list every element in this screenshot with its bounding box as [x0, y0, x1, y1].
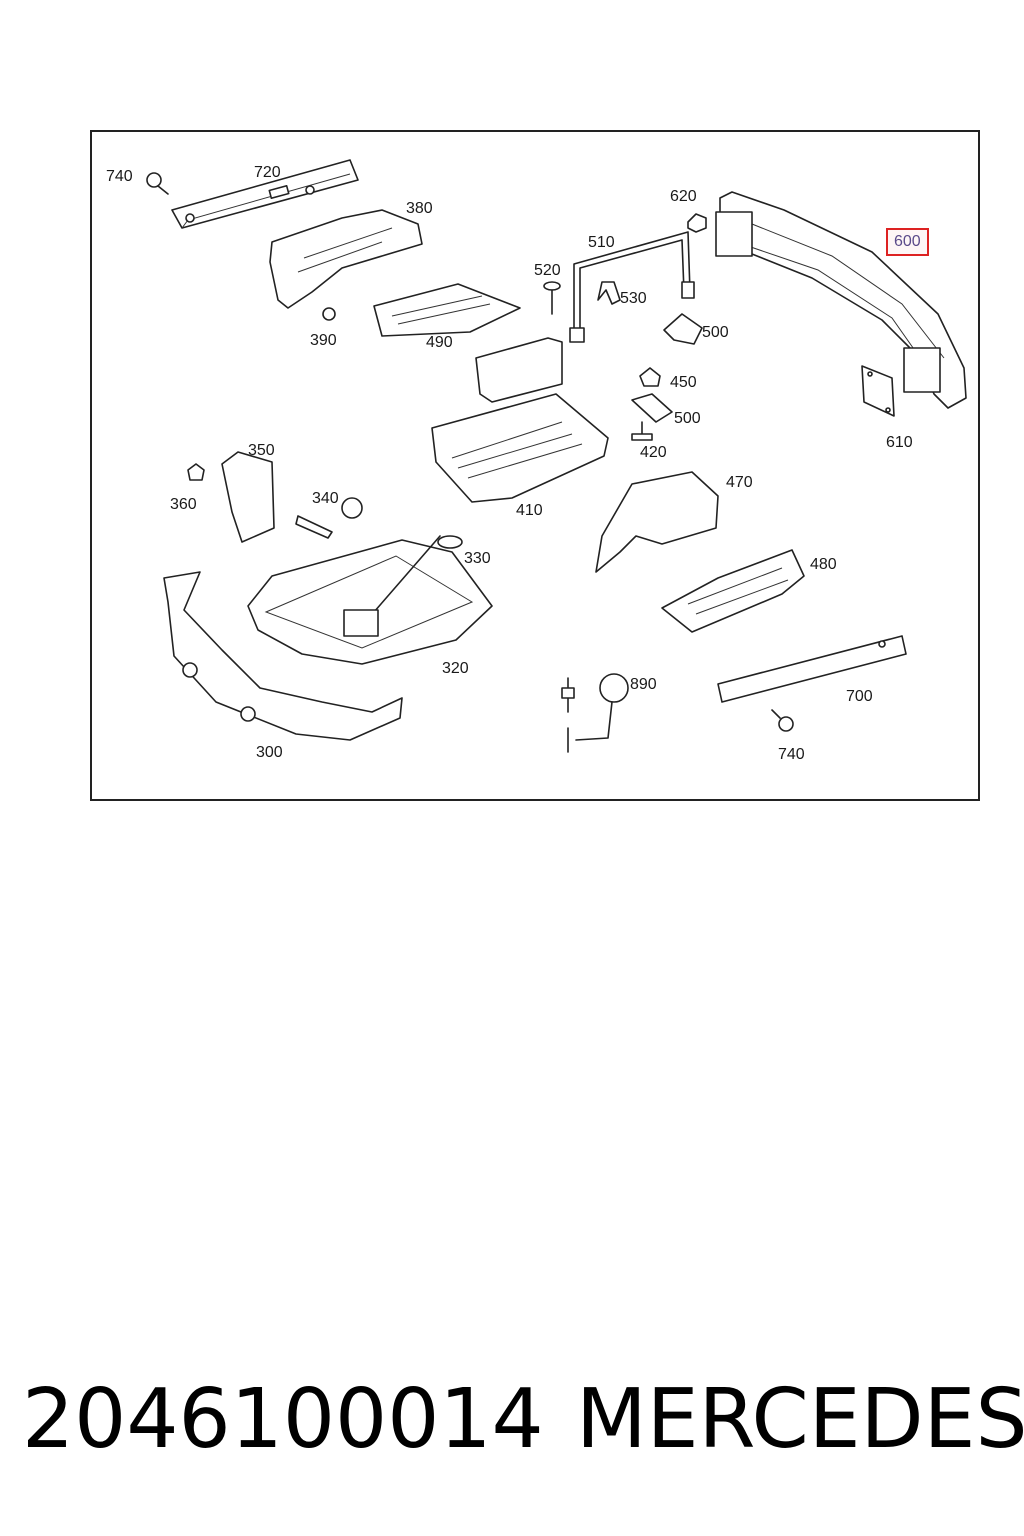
part-620-nut [687, 213, 707, 233]
callout-620[interactable]: 620 [670, 188, 697, 205]
callout-320[interactable]: 320 [442, 660, 469, 677]
part-390-clip [322, 307, 336, 321]
part-420-stud [631, 421, 653, 441]
callout-390[interactable]: 390 [310, 332, 337, 349]
part-450-nut [639, 367, 661, 387]
part-610-plate [861, 365, 895, 417]
part-320-spare-well [247, 535, 493, 665]
callout-410[interactable]: 410 [516, 502, 543, 519]
callout-350[interactable]: 350 [248, 442, 275, 459]
part-470-bracket [595, 471, 719, 573]
part-350-holder [221, 451, 275, 543]
callout-610[interactable]: 610 [886, 434, 913, 451]
callout-420[interactable]: 420 [640, 444, 667, 461]
callout-340[interactable]: 340 [312, 490, 339, 507]
callout-500-lower[interactable]: 500 [674, 410, 701, 427]
callout-500-upper[interactable]: 500 [702, 324, 729, 341]
part-500-bracket-lower [631, 393, 673, 423]
part-740-screw-top [146, 172, 169, 195]
callout-480[interactable]: 480 [810, 556, 837, 573]
callout-700[interactable]: 700 [846, 688, 873, 705]
part-600-bumper-beam [715, 191, 967, 409]
callout-720[interactable]: 720 [254, 164, 281, 181]
callout-360[interactable]: 360 [170, 496, 197, 513]
callout-380[interactable]: 380 [406, 200, 433, 217]
part-510-strap [569, 231, 695, 343]
part-490-plate [373, 283, 521, 337]
callout-510[interactable]: 510 [588, 234, 615, 251]
callout-890[interactable]: 890 [630, 676, 657, 693]
callout-300[interactable]: 300 [256, 744, 283, 761]
part-700-rail [717, 635, 907, 703]
part-caption: 2046100014 MERCEDES [18, 1370, 1024, 1470]
part-720-rail [171, 159, 359, 229]
part-530-clip [597, 281, 621, 305]
part-number: 2046100014 [22, 1372, 544, 1467]
part-360-nut [187, 463, 205, 481]
parts-diagram-drawing [146, 159, 967, 753]
part-740-screw-bottom [771, 709, 794, 732]
part-300-rear-panel [163, 571, 403, 741]
callout-450[interactable]: 450 [670, 374, 697, 391]
callout-330[interactable]: 330 [464, 550, 491, 567]
part-890-bolts [561, 673, 629, 753]
callout-740-top[interactable]: 740 [106, 168, 133, 185]
callout-600-highlighted[interactable]: 600 [886, 228, 929, 256]
callout-530[interactable]: 530 [620, 290, 647, 307]
brand-name: MERCEDES [576, 1372, 1024, 1467]
part-330-plug [437, 535, 463, 549]
part-520-bolt [543, 281, 561, 315]
part-340-tool [295, 497, 363, 539]
part-480-plate [661, 549, 805, 633]
part-380-bracket [269, 209, 423, 309]
callout-520[interactable]: 520 [534, 262, 561, 279]
callout-470[interactable]: 470 [726, 474, 753, 491]
part-500-bracket-upper [663, 313, 703, 345]
parts-diagram-frame: 740 720 380 390 490 520 510 530 620 600 … [90, 130, 980, 801]
callout-740-bottom[interactable]: 740 [778, 746, 805, 763]
part-410-tray [431, 337, 609, 503]
callout-490[interactable]: 490 [426, 334, 453, 351]
